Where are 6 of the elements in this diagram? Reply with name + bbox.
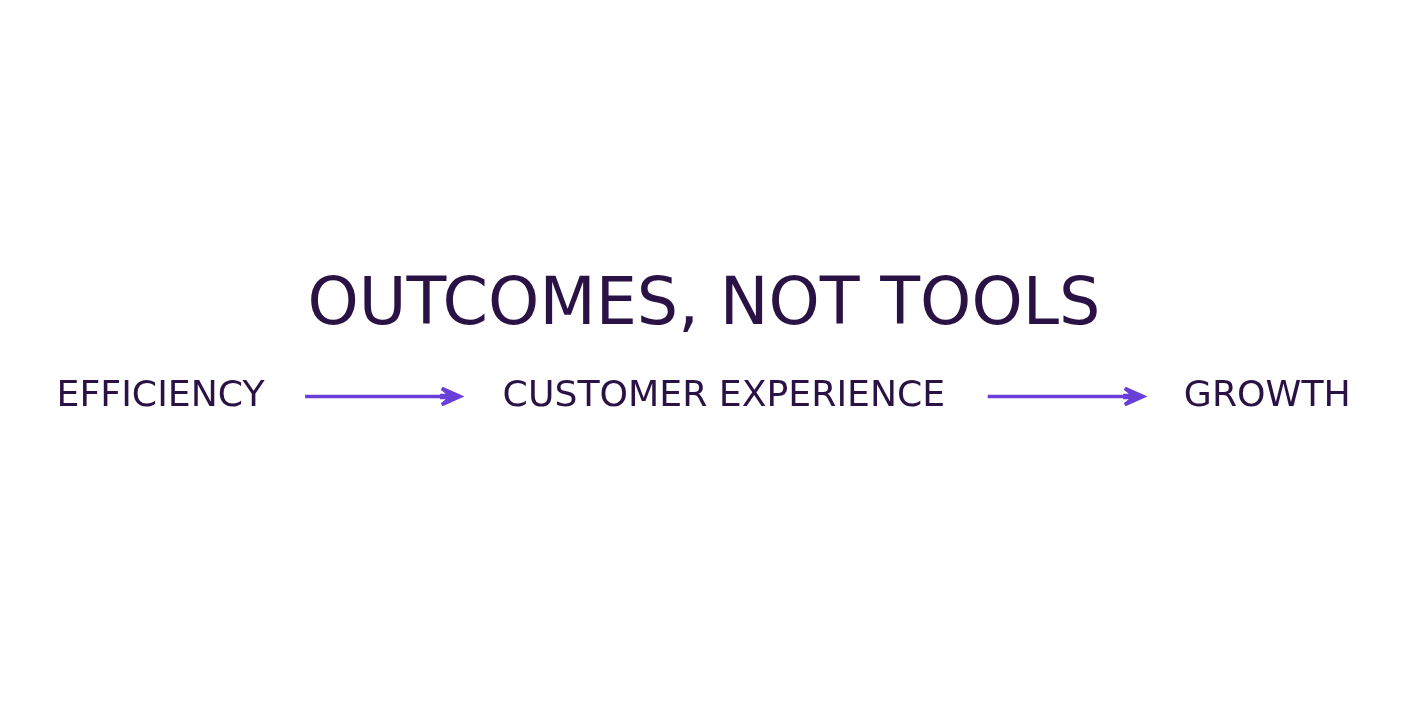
arrow bbox=[305, 386, 462, 406]
node-text: GROWTH bbox=[1183, 371, 1351, 415]
node-text: EFFICIENCY bbox=[56, 371, 265, 415]
node-text: CUSTOMER EXPERIENCE bbox=[502, 371, 946, 415]
diagram-title: OUTCOMES, NOT TOOLS bbox=[307, 262, 1101, 339]
arrow bbox=[987, 386, 1145, 406]
